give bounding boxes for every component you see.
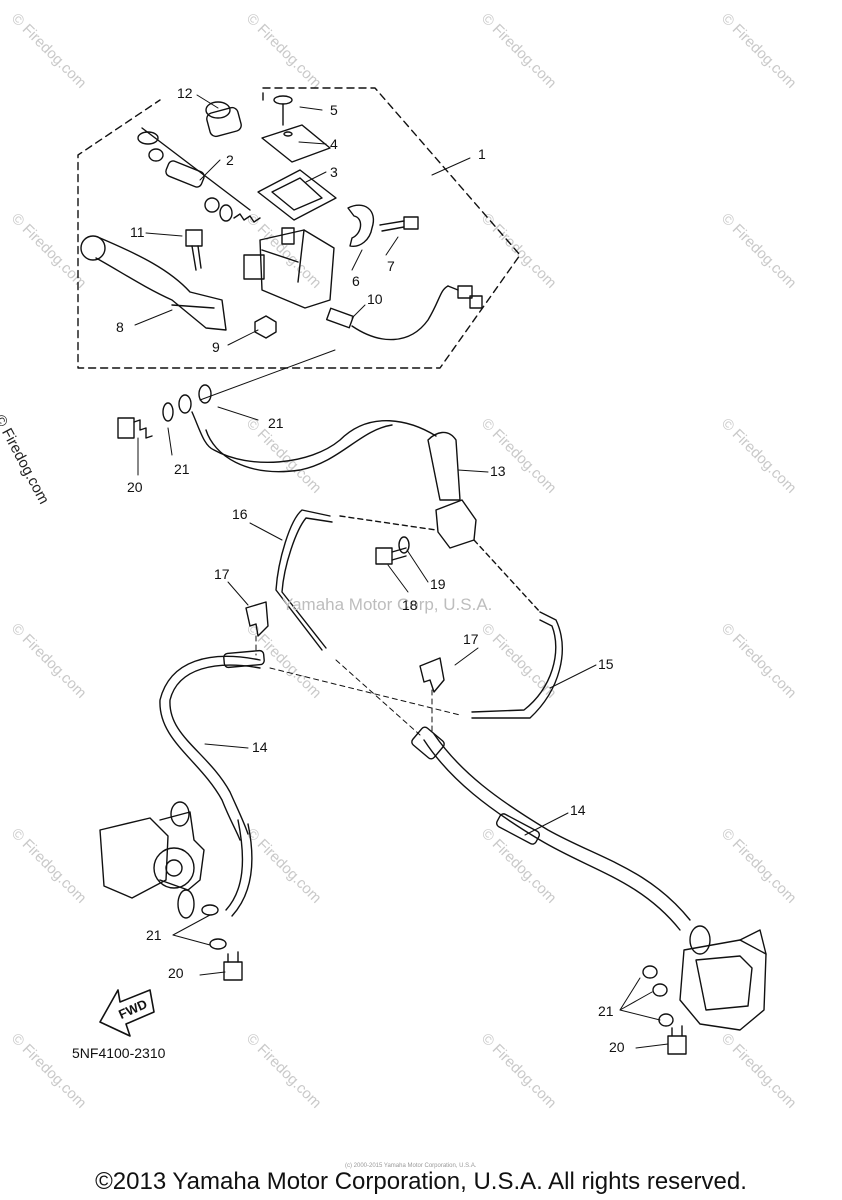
union-bolt-upper [117,417,153,439]
holder-clamp [347,204,375,247]
brake-hose-left [159,649,265,917]
cap-screw [273,95,293,126]
brake-switch [325,285,483,341]
tiny-copyright: (c) 2000-2015 Yamaha Motor Corporation, … [345,1163,477,1169]
brake-caliper-right [679,925,767,1031]
callout-14-right: 14 [570,802,586,818]
callout-14-left: 14 [252,739,268,755]
callout-3: 3 [330,164,338,180]
clamp-bolt [379,216,419,232]
assembly-boundary [77,87,521,369]
brake-pipe-left [275,509,437,651]
copyright-footer: ©2013 Yamaha Motor Corporation, U.S.A. A… [95,1168,747,1195]
diaphragm [257,169,337,221]
callout-5: 5 [330,102,338,118]
brake-hose-right [411,726,691,931]
piston-kit [137,127,261,223]
callout-4: 4 [330,136,338,152]
callout-11: 11 [130,224,145,240]
callout-6: 6 [352,273,360,289]
part-code: 5NF4100-2310 [72,1045,166,1061]
callout-2: 2 [226,152,234,168]
brake-lever [80,235,227,331]
brake-hose-upper [191,411,461,501]
callout-20-left: 20 [168,965,184,981]
callout-9: 9 [212,339,220,355]
fwd-label: FWD [116,996,149,1022]
callout-19: 19 [430,576,446,592]
leader-lines [134,94,669,1049]
callout-15: 15 [598,656,614,672]
callout-17-right: 17 [463,631,479,647]
callout-1: 1 [478,146,486,162]
callout-18: 18 [402,597,418,613]
routing-lines [255,635,461,736]
brake-caliper-left [99,801,205,919]
callout-16: 16 [232,506,248,522]
callout-10: 10 [367,291,383,307]
callout-21-left: 21 [146,927,162,943]
callout-13: 13 [490,463,506,479]
washers-upper [162,384,212,422]
callout-21-right: 21 [598,1003,614,1019]
hose-clip-right [419,657,445,693]
brake-joint [435,499,477,549]
callout-8: 8 [116,319,124,335]
reservoir-cap [261,124,331,163]
callout-17-left: 17 [214,566,230,582]
union-bolt-right-lower [642,965,687,1055]
callout-21-upper-left: 21 [174,461,190,477]
callout-7: 7 [387,258,395,274]
callout-20-right: 20 [609,1039,625,1055]
callout-12: 12 [177,85,193,101]
brake-pipe-right [471,539,563,719]
callout-21-upper-right: 21 [268,415,284,431]
callout-20-upper: 20 [127,479,143,495]
fwd-arrow: FWD [99,989,155,1037]
hose-clip-left [245,601,269,637]
lever-bolt [185,229,203,271]
master-cylinder-body [243,227,335,309]
joint-bolt [375,536,410,565]
dust-boot [205,101,242,138]
union-bolt-left-lower [201,904,243,981]
lever-nut [254,315,277,339]
center-watermark: Yamaha Motor Corp, U.S.A. [282,595,493,614]
